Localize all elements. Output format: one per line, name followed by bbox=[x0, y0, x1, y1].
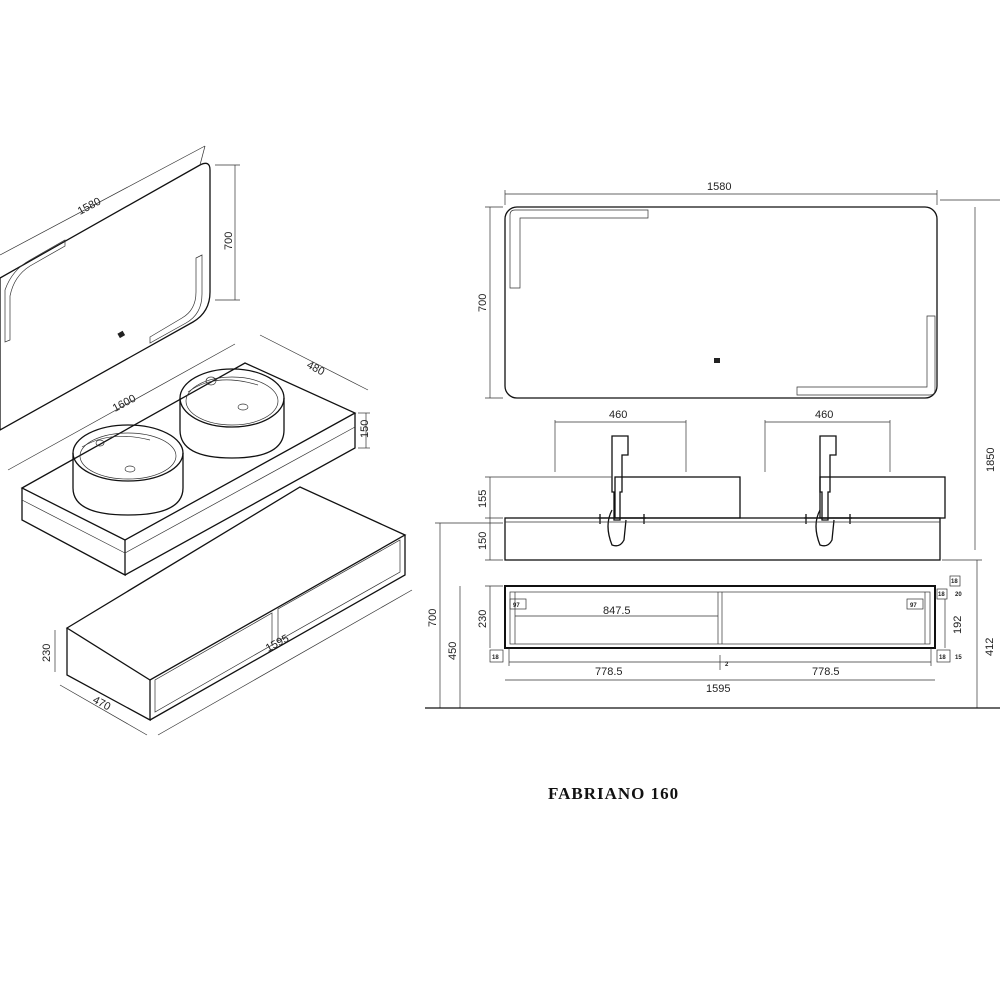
front-cabinet-total-label: 412 bbox=[984, 638, 996, 656]
front-cabinet: 847.5 97 97 778.5 778.5 2 1595 18 18 18 … bbox=[477, 559, 996, 708]
front-mount-height-label: 700 bbox=[427, 609, 439, 627]
front-overall-dims: 1850 700 450 bbox=[425, 199, 1000, 709]
iso-top-height-label: 150 bbox=[359, 420, 371, 438]
iso-mirror: 1580 700 bbox=[0, 145, 240, 431]
front-half-left-label: 778.5 bbox=[595, 666, 623, 678]
iso-basin-left bbox=[72, 424, 184, 516]
front-half-right-label: 778.5 bbox=[812, 666, 840, 678]
front-basin-height-label: 155 bbox=[477, 490, 489, 508]
front-basin-right: 460 bbox=[764, 409, 946, 547]
front-mirror-width-label: 1580 bbox=[707, 181, 731, 193]
iso-cabinet-depth-label: 470 bbox=[91, 694, 113, 713]
front-small-97-right-label: 97 bbox=[910, 603, 917, 609]
iso-cabinet: 230 470 1595 bbox=[41, 486, 413, 736]
drawing-title: FABRIANO 160 bbox=[548, 784, 679, 803]
front-basin-left: 460 bbox=[554, 409, 741, 547]
front-cabinet-width-label: 1595 bbox=[706, 683, 730, 695]
iso-top-depth-label: 480 bbox=[305, 359, 327, 378]
iso-cabinet-width-label: 1595 bbox=[264, 633, 291, 655]
iso-basin-right bbox=[179, 368, 285, 459]
front-drawer-height-label: 192 bbox=[952, 616, 964, 634]
iso-countertop: 1600 480 150 bbox=[7, 334, 371, 577]
front-total-height-label: 1850 bbox=[985, 448, 997, 472]
front-small-15-label: 15 bbox=[955, 655, 962, 661]
front-small-97-left-label: 97 bbox=[513, 603, 520, 609]
front-basin-right-width-label: 460 bbox=[815, 409, 833, 421]
front-countertop: 155 150 bbox=[477, 476, 941, 561]
front-small-18d-label: 18 bbox=[938, 592, 945, 598]
front-mirror-height-label: 700 bbox=[477, 294, 489, 312]
iso-cabinet-height-label: 230 bbox=[41, 644, 53, 662]
isometric-view: 1580 700 bbox=[0, 145, 413, 736]
front-small-18b-label: 18 bbox=[939, 655, 946, 661]
front-mirror: 1580 700 bbox=[477, 181, 938, 399]
front-elevation: 1580 700 460 460 bbox=[425, 181, 1000, 709]
iso-top-width-label: 1600 bbox=[111, 393, 138, 415]
iso-mirror-height-label: 700 bbox=[223, 232, 235, 250]
front-drawer-width-label: 847.5 bbox=[603, 605, 631, 617]
front-cabinet-mount-label: 450 bbox=[447, 642, 459, 660]
front-small-2-label: 2 bbox=[725, 662, 729, 668]
front-small-18c-label: 18 bbox=[951, 579, 958, 585]
front-cabinet-height-label: 230 bbox=[477, 610, 489, 628]
front-small-18a-label: 18 bbox=[492, 655, 499, 661]
front-small-20-label: 20 bbox=[955, 592, 962, 598]
iso-mirror-width-label: 1580 bbox=[76, 196, 103, 218]
front-top-height-label: 150 bbox=[477, 532, 489, 550]
front-basin-left-width-label: 460 bbox=[609, 409, 627, 421]
